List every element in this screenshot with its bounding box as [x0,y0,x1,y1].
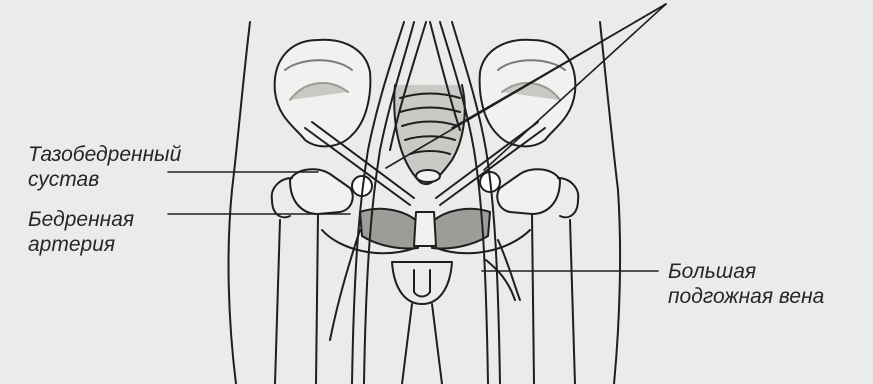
label-hip-joint: Тазобедренный сустав [28,142,181,192]
label-femoral-artery-line1: Бедренная [28,207,134,232]
label-femoral-artery: Бедренная артерия [28,207,134,257]
right-femur [497,169,578,384]
pubic-symphysis [322,209,530,253]
label-vein-line2: подгожная вена [668,284,824,309]
left-femur [272,169,353,384]
sacrum [394,85,464,184]
body-outline-left [229,22,250,384]
label-hip-joint-line2: сустав [28,167,181,192]
label-hip-joint-line1: Тазобедренный [28,142,181,167]
label-great-saphenous-vein: Большая подгожная вена [668,259,824,309]
body-outline-right [600,22,620,384]
genital-outline [392,262,452,304]
label-femoral-artery-line2: артерия [28,232,134,257]
label-vein-line1: Большая [668,259,824,284]
